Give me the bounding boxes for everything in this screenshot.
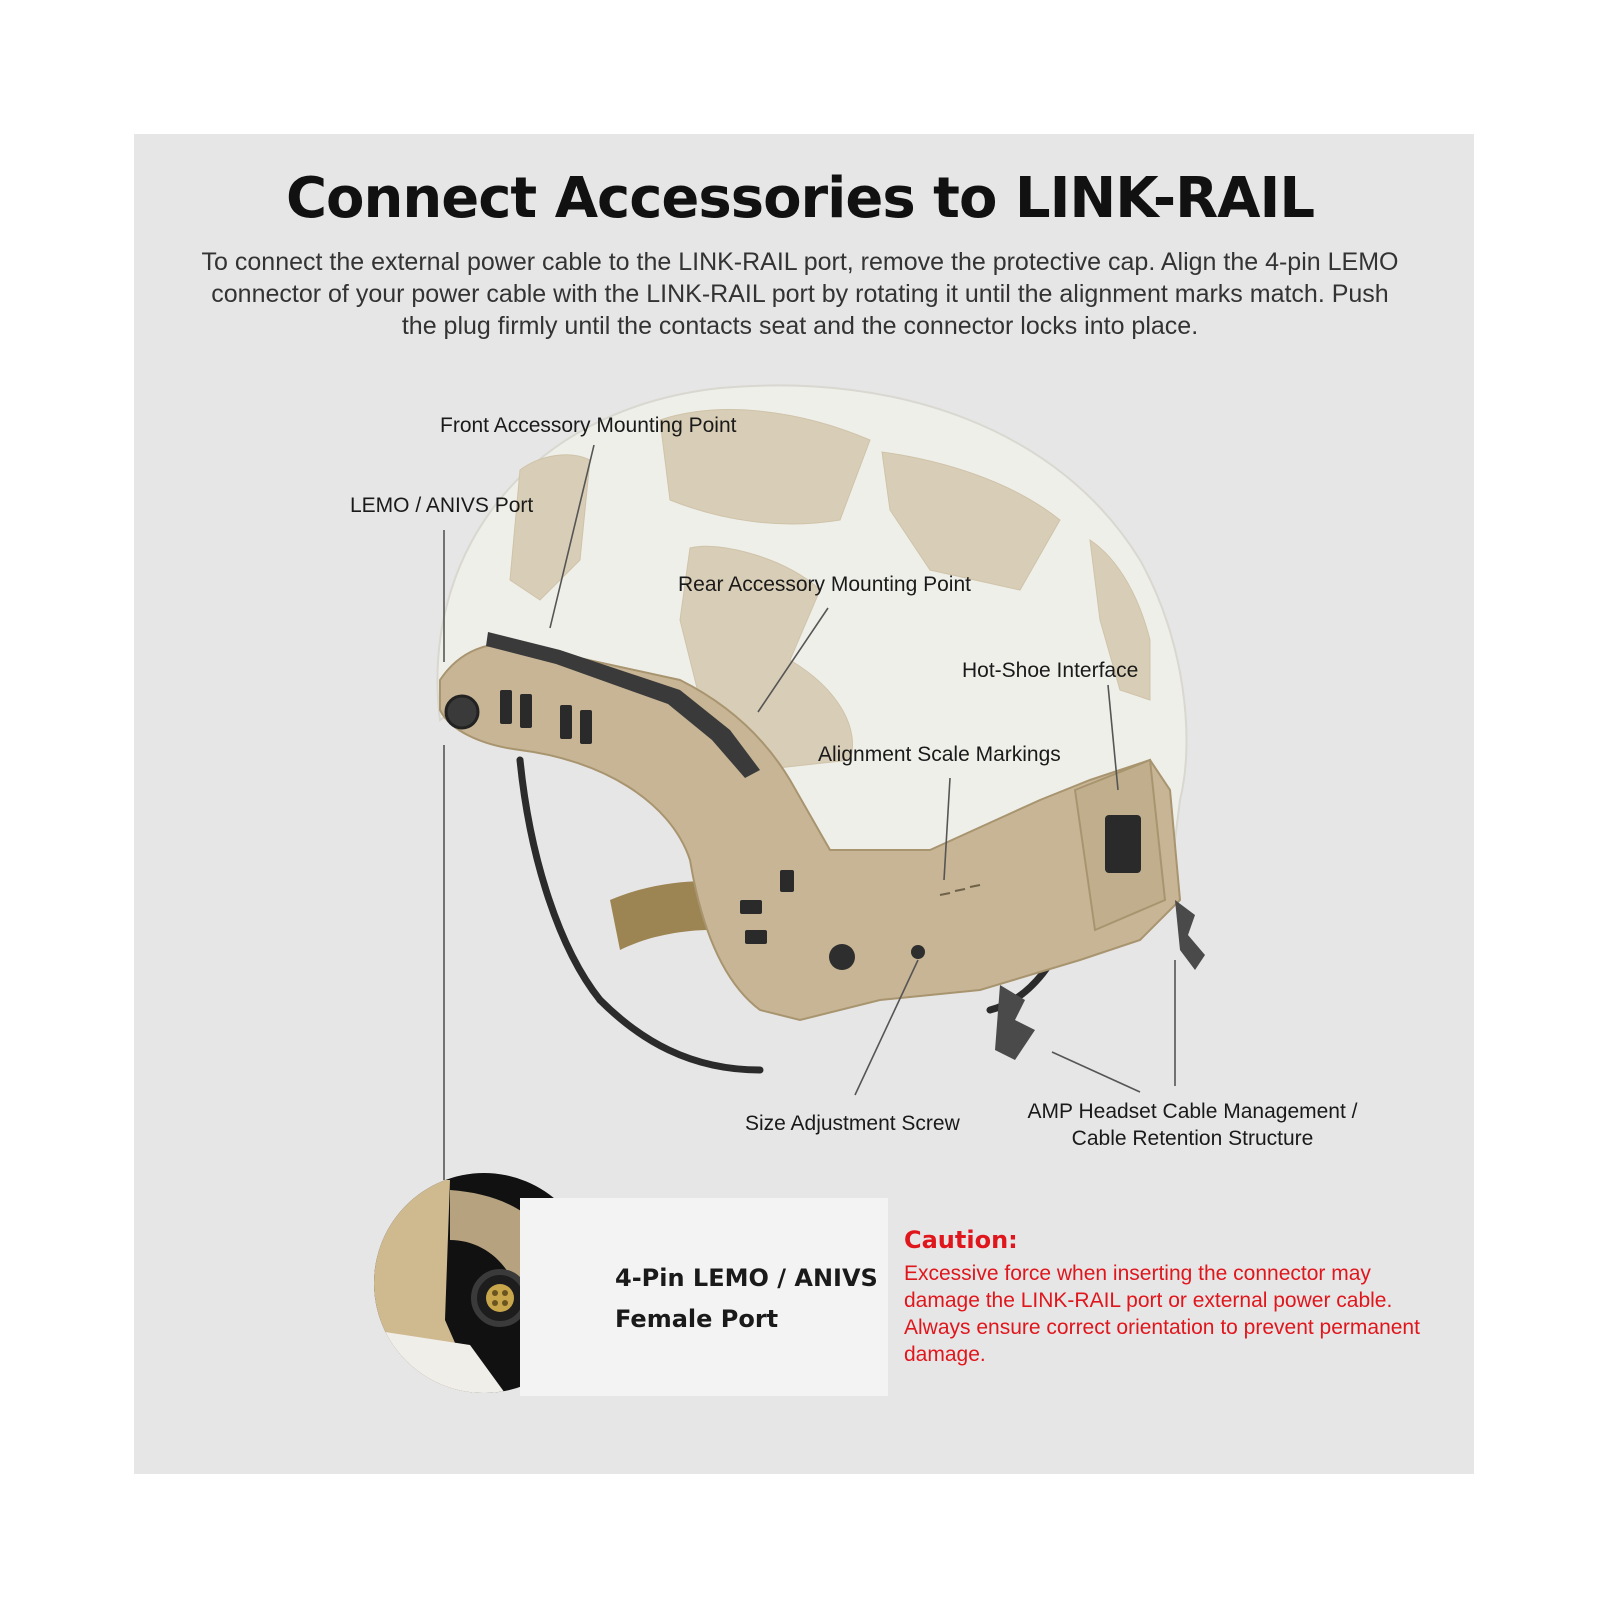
size-screw-left — [829, 944, 855, 970]
callout-front-mount: Front Accessory Mounting Point — [440, 414, 737, 437]
port-label-line1: 4-Pin LEMO / ANIVS — [615, 1264, 878, 1292]
cable-hook-2 — [1175, 900, 1205, 970]
cable-hook-1 — [995, 985, 1035, 1060]
callout-size-screw: Size Adjustment Screw — [745, 1112, 960, 1135]
size-screw-right — [911, 945, 925, 959]
callout-hot-shoe: Hot-Shoe Interface — [962, 659, 1139, 682]
port-label-line2: Female Port — [615, 1305, 779, 1333]
side-rail — [439, 642, 1182, 1022]
rail-slots — [500, 690, 794, 944]
caution-title: Caution: — [904, 1226, 1018, 1254]
caution-text: Excessive force when inserting the conne… — [904, 1262, 1420, 1366]
page-title: Connect Accessories to LINK-RAIL — [285, 166, 1315, 231]
leader-lines — [443, 444, 1176, 1180]
callout-rear-mount: Rear Accessory Mounting Point — [678, 573, 971, 596]
intro-paragraph: To connect the external power cable to t… — [201, 248, 1399, 340]
callout-alignment: Alignment Scale Markings — [818, 743, 1061, 766]
front-port-knob — [444, 694, 480, 730]
callout-amp-line2: Cable Retention Structure — [1071, 1127, 1314, 1150]
callout-amp-line1: AMP Headset Cable Management / — [1027, 1100, 1358, 1123]
rail-top-bar — [486, 632, 760, 778]
port-detail-label: 4-Pin LEMO / ANIVS Female Port — [615, 1258, 885, 1340]
port-detail-photo — [374, 1173, 594, 1393]
alignment-marks — [939, 884, 981, 896]
hot-shoe-pad — [1105, 815, 1141, 873]
callout-lemo-port: LEMO / ANIVS Port — [350, 494, 534, 517]
port-detail-card — [520, 1198, 888, 1396]
